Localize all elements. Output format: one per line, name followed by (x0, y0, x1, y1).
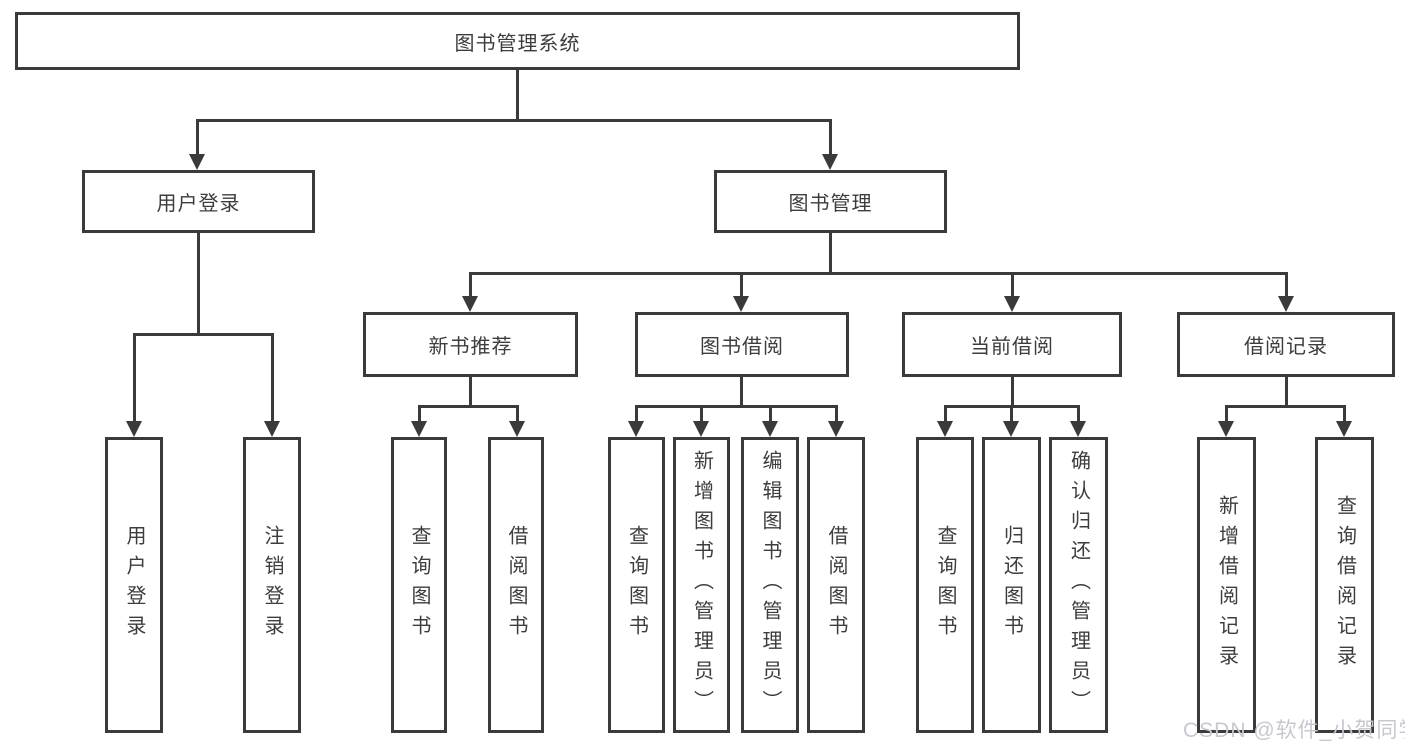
leaf-nb-borrow: 借阅图书 (488, 437, 544, 733)
leaf-cb-query-label: 查询图书 (934, 525, 956, 645)
arrow-to-leaf-cb-return-icon (1003, 421, 1019, 437)
leaf-cb-confirm-label: 确认归还（管理员） (1067, 450, 1090, 720)
connector-book-borrow-stem (740, 377, 743, 405)
connector-borrow-record-bar (1225, 405, 1346, 408)
connector-drop-leaf-logout (271, 333, 274, 423)
leaf-br-query: 查询借阅记录 (1315, 437, 1374, 733)
leaf-bb-query: 查询图书 (608, 437, 665, 733)
connector-book-mgmt-bar (469, 272, 1288, 275)
connector-drop-leaf-bb-borrow (835, 405, 838, 423)
arrow-to-borrow-record-icon (1278, 296, 1294, 312)
leaf-nb-query: 查询图书 (391, 437, 447, 733)
leaf-nb-query-label: 查询图书 (408, 525, 430, 645)
node-book-borrow-label: 图书借阅 (700, 336, 784, 358)
node-current-borrow: 当前借阅 (902, 312, 1122, 377)
connector-drop-new-book-rec (469, 272, 472, 298)
connector-drop-book-borrow (740, 272, 743, 298)
connector-root-stem (516, 70, 519, 119)
node-book-mgmt-label: 图书管理 (788, 193, 873, 215)
leaf-bb-edit: 编辑图书（管理员） (741, 437, 799, 733)
leaf-bb-add-label: 新增图书（管理员） (690, 450, 713, 720)
arrow-to-leaf-user-login-icon (126, 421, 142, 437)
node-root-label: 图书管理系统 (454, 32, 581, 55)
arrow-to-leaf-bb-borrow-icon (828, 421, 844, 437)
watermark: CSDN @软件_小贺同学 (1183, 719, 1405, 742)
connector-drop-leaf-cb-confirm (1077, 405, 1080, 423)
connector-drop-borrow-record (1285, 272, 1288, 298)
leaf-user-login-label: 用户登录 (123, 525, 145, 645)
connector-drop-leaf-nb-query (418, 405, 421, 423)
node-borrow-record: 借阅记录 (1177, 312, 1395, 377)
arrow-to-leaf-bb-edit-icon (762, 421, 778, 437)
arrow-to-leaf-bb-add-icon (693, 421, 709, 437)
connector-current-borrow-stem (1011, 377, 1014, 405)
leaf-cb-return: 归还图书 (982, 437, 1041, 733)
node-new-book-rec-label: 新书推荐 (428, 336, 513, 358)
connector-book-mgmt-stem (829, 233, 832, 272)
connector-user-login-bar (133, 333, 274, 336)
leaf-cb-query: 查询图书 (916, 437, 974, 733)
connector-drop-book-mgmt (829, 119, 832, 158)
node-user-login: 用户登录 (82, 170, 315, 233)
arrow-to-leaf-logout-icon (264, 421, 280, 437)
arrow-to-leaf-bb-query-icon (628, 421, 644, 437)
arrow-to-leaf-nb-query-icon (411, 421, 427, 437)
connector-drop-leaf-bb-query (635, 405, 638, 423)
connector-drop-leaf-br-query (1343, 405, 1346, 423)
arrow-to-current-borrow-icon (1004, 296, 1020, 312)
connector-drop-current-borrow (1011, 272, 1014, 298)
connector-drop-leaf-bb-add (700, 405, 703, 423)
connector-book-borrow-bar (635, 405, 837, 408)
connector-root-bar (196, 119, 832, 122)
connector-user-login-stem (197, 233, 200, 333)
leaf-user-login: 用户登录 (105, 437, 163, 733)
connector-new-book-rec-bar (418, 405, 519, 408)
connector-drop-leaf-user-login (133, 333, 136, 423)
arrow-to-leaf-cb-confirm-icon (1070, 421, 1086, 437)
leaf-cb-return-label: 归还图书 (1000, 525, 1023, 645)
leaf-br-query-label: 查询借阅记录 (1333, 495, 1356, 675)
node-borrow-record-label: 借阅记录 (1244, 336, 1328, 358)
leaf-bb-query-label: 查询图书 (625, 525, 648, 645)
leaf-br-add: 新增借阅记录 (1197, 437, 1256, 733)
connector-drop-leaf-bb-edit (769, 405, 772, 423)
arrow-to-leaf-nb-borrow-icon (509, 421, 525, 437)
leaf-bb-add: 新增图书（管理员） (673, 437, 730, 733)
connector-drop-leaf-cb-query (944, 405, 947, 423)
leaf-br-add-label: 新增借阅记录 (1215, 495, 1238, 675)
node-new-book-rec: 新书推荐 (363, 312, 578, 377)
arrow-to-user-login-icon (189, 154, 205, 170)
leaf-nb-borrow-label: 借阅图书 (505, 525, 527, 645)
node-user-login-label: 用户登录 (156, 193, 241, 215)
connector-drop-user-login (196, 119, 199, 158)
arrow-to-book-mgmt-icon (822, 154, 838, 170)
node-root: 图书管理系统 (15, 12, 1020, 70)
node-book-borrow: 图书借阅 (635, 312, 849, 377)
connector-drop-leaf-cb-return (1010, 405, 1013, 423)
arrow-to-leaf-br-add-icon (1218, 421, 1234, 437)
leaf-bb-borrow-label: 借阅图书 (825, 525, 847, 645)
connector-borrow-record-stem (1285, 377, 1288, 405)
leaf-logout: 注销登录 (243, 437, 301, 733)
arrow-to-book-borrow-icon (733, 296, 749, 312)
arrow-to-leaf-br-query-icon (1336, 421, 1352, 437)
leaf-logout-label: 注销登录 (261, 525, 283, 645)
connector-new-book-rec-stem (469, 377, 472, 405)
node-current-borrow-label: 当前借阅 (970, 336, 1054, 358)
connector-drop-leaf-br-add (1225, 405, 1228, 423)
leaf-bb-edit-label: 编辑图书（管理员） (759, 450, 781, 720)
leaf-bb-borrow: 借阅图书 (807, 437, 865, 733)
arrow-to-new-book-rec-icon (462, 296, 478, 312)
arrow-to-leaf-cb-query-icon (937, 421, 953, 437)
node-book-mgmt: 图书管理 (714, 170, 947, 233)
connector-drop-leaf-nb-borrow (516, 405, 519, 423)
leaf-cb-confirm: 确认归还（管理员） (1049, 437, 1108, 733)
